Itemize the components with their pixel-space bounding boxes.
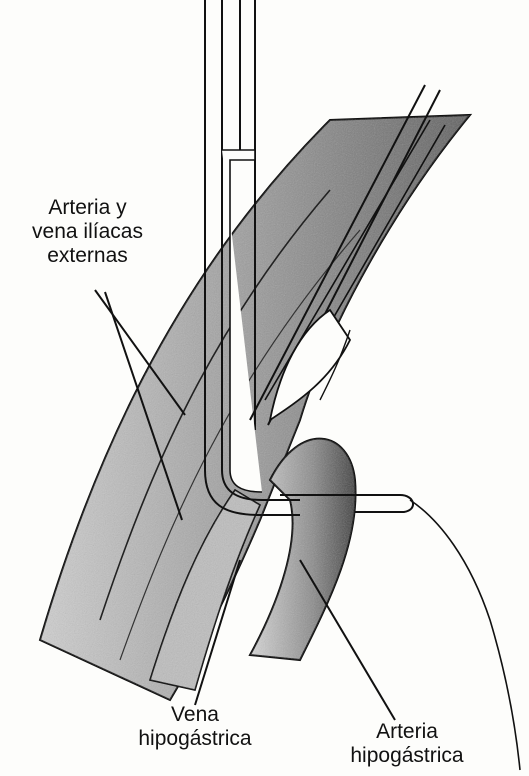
external-iliac-label-line-3: externas: [10, 244, 165, 268]
hypogastric-vein-label: Vena hipogástrica: [120, 703, 270, 751]
external-iliac-label-line-2: vena ilíacas: [10, 220, 165, 244]
hypogastric-artery-label: Arteria hipogástrica: [322, 720, 492, 768]
hypogastric-vein-label-line-1: Vena: [120, 703, 270, 727]
hypogastric-vein-label-line-2: hipogástrica: [120, 727, 270, 751]
hypogastric-artery-label-line-1: Arteria: [322, 720, 492, 744]
hypogastric-artery-label-line-2: hipogástrica: [322, 744, 492, 768]
external-iliac-label: Arteria y vena ilíacas externas: [10, 196, 165, 268]
external-iliac-label-line-1: Arteria y: [10, 196, 165, 220]
